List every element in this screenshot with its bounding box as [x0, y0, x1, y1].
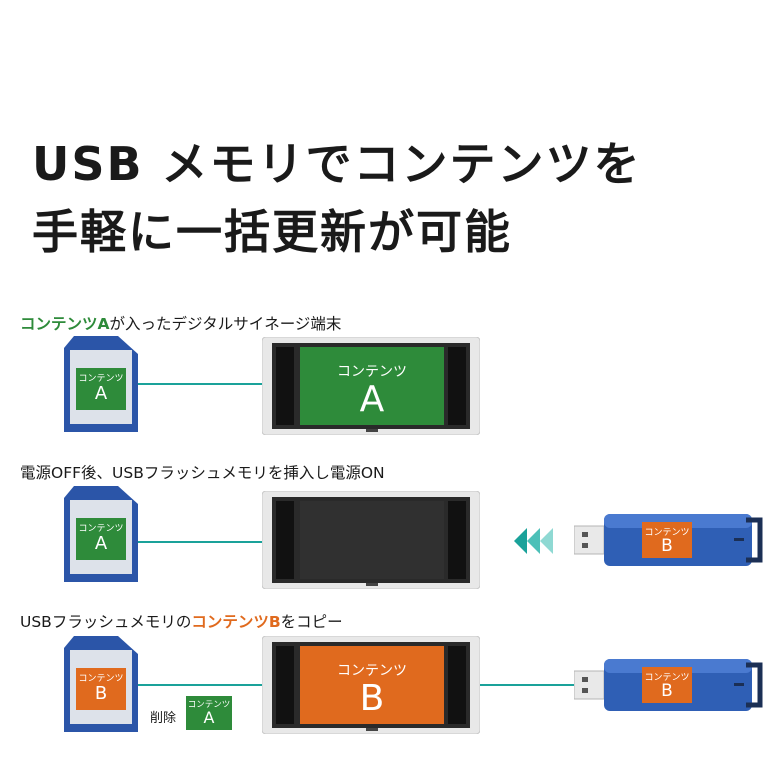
connector-line — [138, 383, 264, 385]
step1-caption-text: が入ったデジタルサイネージ端末 — [109, 315, 342, 333]
step3-caption-highlight: コンテンツB — [191, 613, 281, 631]
step3-caption-post: をコピー — [280, 613, 343, 631]
step1-caption: コンテンツAが入ったデジタルサイネージ端末 — [20, 312, 341, 334]
delete-note: 削除 — [150, 711, 177, 726]
signage-terminal — [262, 491, 480, 589]
signage-terminal: コンテンツ A — [262, 337, 480, 435]
step2-caption: 電源OFF後、USBフラッシュメモリを挿入し電源ON — [20, 464, 385, 482]
usb-content-label: コンテンツ B — [642, 522, 692, 558]
step3-caption: USBフラッシュメモリのコンテンツBをコピー — [20, 610, 343, 632]
headline-line-2: 手軽に一括更新が可能 — [32, 205, 512, 259]
usb-flash-drive-icon: コンテンツ B — [574, 655, 764, 715]
sd-card-content-label: コンテンツ A — [76, 368, 126, 410]
connector-line — [138, 541, 264, 543]
deleted-content-label: コンテンツ A — [186, 696, 232, 730]
sd-card-icon: コンテンツ A — [64, 336, 138, 432]
sd-card-icon: コンテンツ A — [64, 486, 138, 582]
sd-card-icon: コンテンツ B — [64, 636, 138, 732]
sd-card-content-label: コンテンツ B — [76, 668, 126, 710]
signage-screen: コンテンツ B — [300, 646, 444, 724]
insert-arrows-icon — [514, 528, 553, 554]
step1-caption-highlight: コンテンツA — [20, 315, 110, 333]
connector-line — [138, 684, 264, 686]
signage-screen: コンテンツ A — [300, 347, 444, 425]
headline-line-1: USB メモリでコンテンツを — [32, 137, 642, 191]
connector-line — [480, 684, 576, 686]
usb-content-label: コンテンツ B — [642, 667, 692, 703]
usb-flash-drive-icon: コンテンツ B — [574, 510, 764, 570]
sd-card-content-label: コンテンツ A — [76, 518, 126, 560]
signage-terminal: コンテンツ B — [262, 636, 480, 734]
step3-caption-pre: USBフラッシュメモリの — [20, 613, 192, 631]
